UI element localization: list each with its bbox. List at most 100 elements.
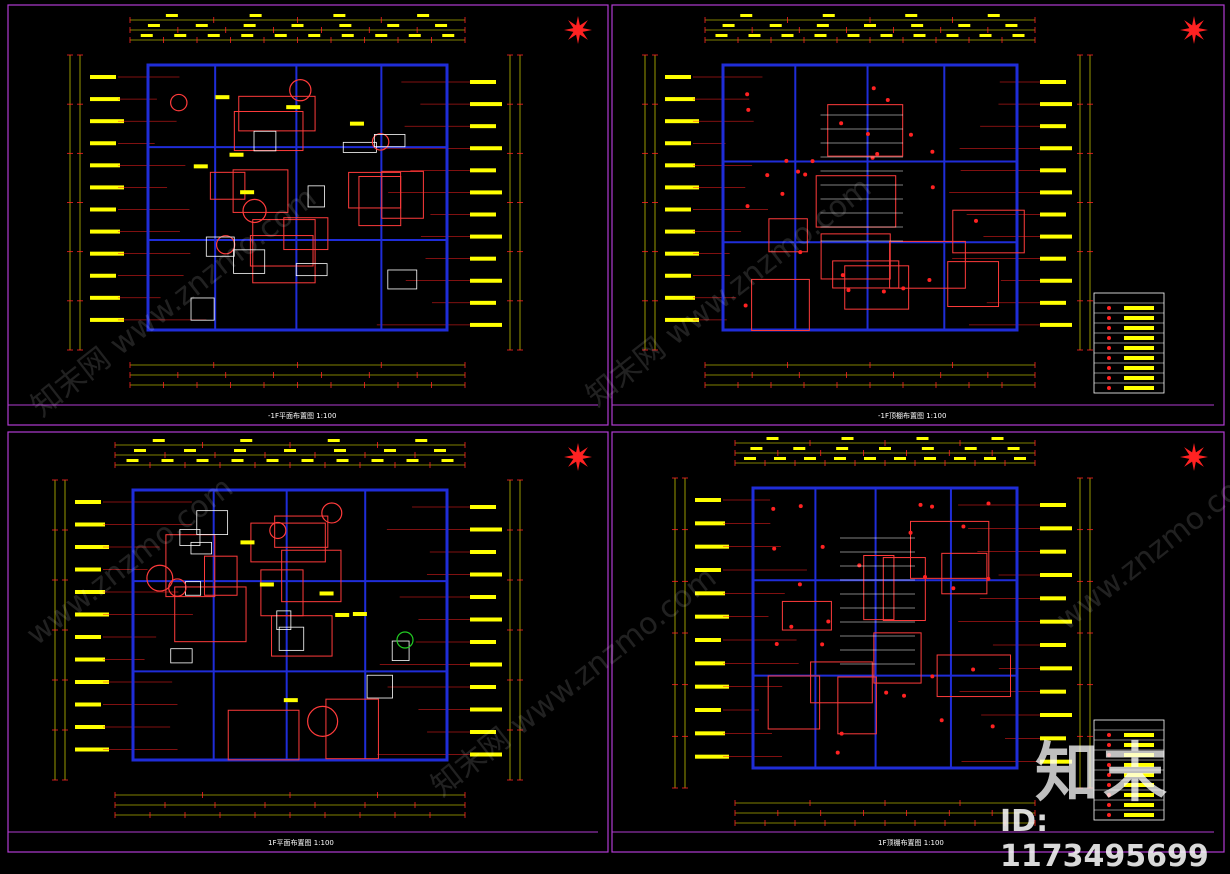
ceiling-light	[927, 278, 932, 283]
annotation-label	[75, 702, 101, 707]
annotation-label	[1040, 619, 1072, 624]
drawing-sheet: -1F平面布置图 1:100	[7, 4, 609, 426]
room-outline	[882, 557, 926, 622]
dimension-label	[249, 14, 262, 17]
dimension-label	[140, 34, 153, 37]
drawing-sheet: 1F顶棚布置图 1:100	[611, 431, 1225, 853]
dimension-label	[916, 437, 929, 440]
dimension-label	[793, 447, 806, 450]
sheet-frame	[611, 4, 1225, 426]
annotation-label	[75, 567, 101, 572]
ceiling-light	[885, 97, 890, 102]
sheet-title: 1F平面布置图 1:100	[268, 838, 334, 847]
ceiling-light	[765, 173, 770, 178]
annotation-label	[75, 747, 109, 752]
ceiling-light	[986, 501, 991, 506]
drawing-sheet: -1F顶棚布置图 1:100	[611, 4, 1225, 426]
annotation-label	[470, 102, 502, 107]
dimension-label	[834, 457, 846, 460]
annotation-label	[1040, 549, 1066, 554]
room-outline	[781, 600, 832, 631]
dimension-label	[266, 459, 279, 462]
room-outline	[952, 209, 1025, 254]
annotation-label	[665, 317, 699, 322]
furniture	[196, 510, 229, 535]
legend-entry	[1124, 763, 1154, 767]
ceiling-light	[971, 667, 976, 672]
annotation-label	[1040, 759, 1072, 764]
legend-symbol	[1107, 793, 1111, 797]
dimension-label	[911, 24, 924, 27]
room-outline	[209, 171, 246, 200]
furniture	[391, 640, 410, 661]
room-outline	[238, 95, 316, 132]
dimension-label	[744, 457, 756, 460]
room-outline	[768, 218, 808, 253]
dimension-label	[1014, 457, 1026, 460]
furniture	[179, 529, 201, 546]
annotation-label	[90, 207, 116, 212]
ceiling-light	[939, 718, 944, 723]
annotation-label	[1040, 146, 1072, 151]
annotation-label	[1040, 736, 1066, 741]
annotation-label	[1040, 643, 1066, 647]
annotation-label	[695, 754, 729, 759]
ceiling-light	[798, 504, 803, 509]
dimension-label	[864, 457, 876, 460]
room-outline	[232, 169, 289, 213]
dimension-label	[301, 459, 314, 462]
annotation-label	[695, 708, 721, 712]
room-label	[319, 591, 334, 596]
dimension-label	[195, 24, 208, 27]
ceiling-light	[908, 132, 913, 137]
furniture	[190, 297, 215, 321]
dimension-label	[1005, 24, 1018, 27]
dimension-label	[804, 457, 816, 460]
ceiling-light	[986, 576, 991, 581]
annotation-label	[90, 229, 120, 234]
dimension-label	[240, 439, 253, 442]
furniture	[295, 263, 328, 277]
annotation-label	[470, 300, 496, 305]
ceiling-light	[780, 191, 785, 196]
dimension-label	[1007, 447, 1020, 450]
annotation-label	[470, 322, 502, 327]
dimension-label	[766, 437, 779, 440]
annotation-label	[665, 75, 691, 79]
ceiling-light	[839, 121, 844, 126]
dimension-label	[894, 457, 906, 460]
room-outline	[165, 534, 216, 598]
room-outline	[863, 555, 895, 621]
round-table	[242, 198, 267, 224]
dimension-label	[836, 447, 849, 450]
legend-entry	[1124, 326, 1154, 330]
annotation-label	[470, 730, 496, 734]
annotation-label	[1040, 234, 1072, 239]
dimension-label	[880, 34, 893, 37]
room-outline	[348, 171, 402, 209]
north-compass-icon	[1180, 16, 1208, 44]
annotation-label	[75, 657, 105, 662]
dimension-label	[715, 34, 728, 37]
annotation-label	[1040, 503, 1066, 507]
annotation-label	[470, 278, 502, 283]
dimension-label	[196, 459, 209, 462]
ceiling-light	[918, 502, 923, 507]
annotation-label	[470, 168, 496, 173]
annotation-label	[665, 163, 695, 168]
annotation-label	[1040, 689, 1066, 694]
round-table	[168, 578, 187, 597]
dimension-label	[371, 459, 384, 462]
annotation-label	[665, 119, 699, 124]
ceiling-light	[784, 158, 789, 163]
ceiling-light	[826, 619, 831, 624]
dimension-label	[740, 14, 753, 17]
annotation-label	[665, 273, 691, 278]
room-outline	[947, 261, 1000, 308]
ceiling-light	[901, 286, 906, 291]
legend-entry	[1124, 386, 1154, 390]
furniture	[190, 541, 212, 555]
room-outline	[941, 552, 988, 595]
dimension-label	[841, 437, 854, 440]
room-label	[286, 105, 301, 110]
